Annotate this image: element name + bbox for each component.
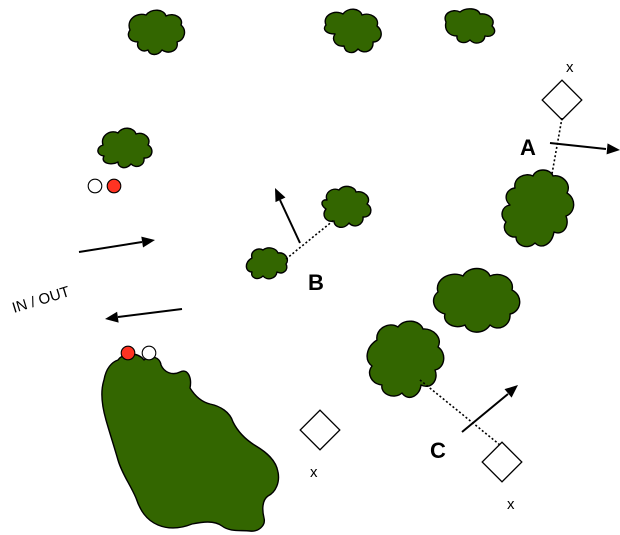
x-label-bottom-right: x	[507, 496, 515, 513]
node-c	[481, 441, 523, 483]
tree-cluster-top-right	[444, 8, 496, 44]
node-a	[541, 79, 583, 121]
label-a: A	[520, 135, 536, 160]
tree-a	[501, 169, 575, 248]
tree-cluster-left-upper	[97, 127, 153, 169]
tree-c-upper	[432, 267, 521, 333]
link-b	[285, 219, 335, 260]
in-out-label: IN / OUT	[10, 283, 72, 317]
tree-cluster-top-middle	[323, 8, 382, 54]
tree-cluster-top-left	[127, 9, 186, 56]
status-dot-inactive-upper	[87, 178, 103, 194]
label-b: B	[308, 270, 324, 295]
tree-c-lower	[366, 320, 445, 399]
tree-b-right	[321, 185, 372, 228]
link-a	[549, 117, 563, 186]
x-label-top-right: x	[566, 59, 574, 76]
inbound-arrow	[78, 234, 156, 253]
x-label-bottom-middle: x	[310, 464, 318, 481]
direction-arrow-c	[461, 380, 522, 433]
tree-b-left	[245, 247, 289, 280]
status-dot-active-lower	[120, 345, 136, 361]
status-dot-inactive-lower	[141, 345, 157, 361]
direction-arrow-b	[270, 185, 301, 244]
outbound-arrow	[104, 308, 183, 325]
tree-region-large	[101, 353, 280, 532]
link-c	[419, 379, 501, 446]
status-dot-active-upper	[106, 178, 122, 194]
node-bottom-middle	[299, 409, 341, 451]
direction-arrow-a	[549, 142, 620, 156]
label-c: C	[430, 438, 446, 463]
